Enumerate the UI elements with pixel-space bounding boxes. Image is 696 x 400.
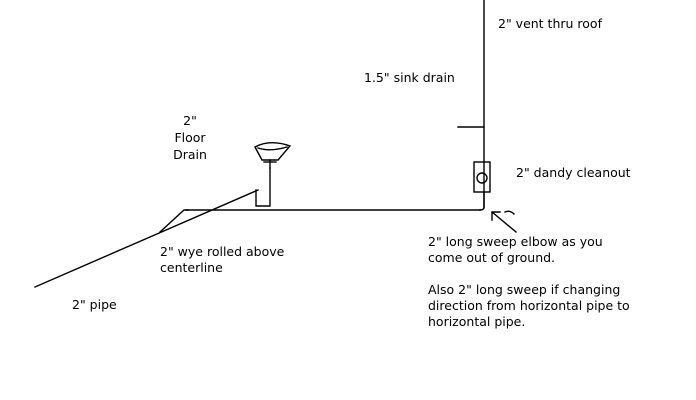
sweep-label-line2: direction from horizontal pipe to bbox=[428, 298, 630, 313]
long-sweep-elbow bbox=[479, 191, 485, 211]
wye-label-line2: centerline bbox=[160, 260, 223, 275]
vent-label: 2" vent thru roof bbox=[498, 16, 602, 31]
elbow-label-line2: come out of ground. bbox=[428, 250, 556, 265]
sink-drain-label: 1.5" sink drain bbox=[364, 70, 455, 85]
elbow-label-line1: 2" long sweep elbow as you bbox=[428, 234, 603, 249]
sweep-label-line3: horizontal pipe. bbox=[428, 314, 526, 329]
sweep-label-line1: Also 2" long sweep if changing bbox=[428, 282, 621, 297]
wye-label-line1: 2" wye rolled above bbox=[160, 244, 285, 259]
cleanout-plug bbox=[476, 172, 488, 184]
sloped-pipe bbox=[34, 189, 259, 288]
floor-drain-bowl bbox=[254, 142, 292, 161]
floor-drain-word2-label: Drain bbox=[173, 147, 207, 162]
cleanout-box bbox=[473, 161, 491, 193]
pipe-label: 2" pipe bbox=[72, 297, 117, 312]
floor-drain-bowl-inner bbox=[257, 146, 288, 151]
wye-fitting bbox=[159, 209, 189, 233]
floor-drain-size-label: 2" bbox=[183, 113, 197, 128]
floor-drain-word1-label: Floor bbox=[174, 130, 206, 145]
cleanout-label: 2" dandy cleanout bbox=[516, 165, 631, 180]
elbow-arrow bbox=[491, 211, 517, 233]
floor-drain-riser bbox=[255, 167, 271, 207]
